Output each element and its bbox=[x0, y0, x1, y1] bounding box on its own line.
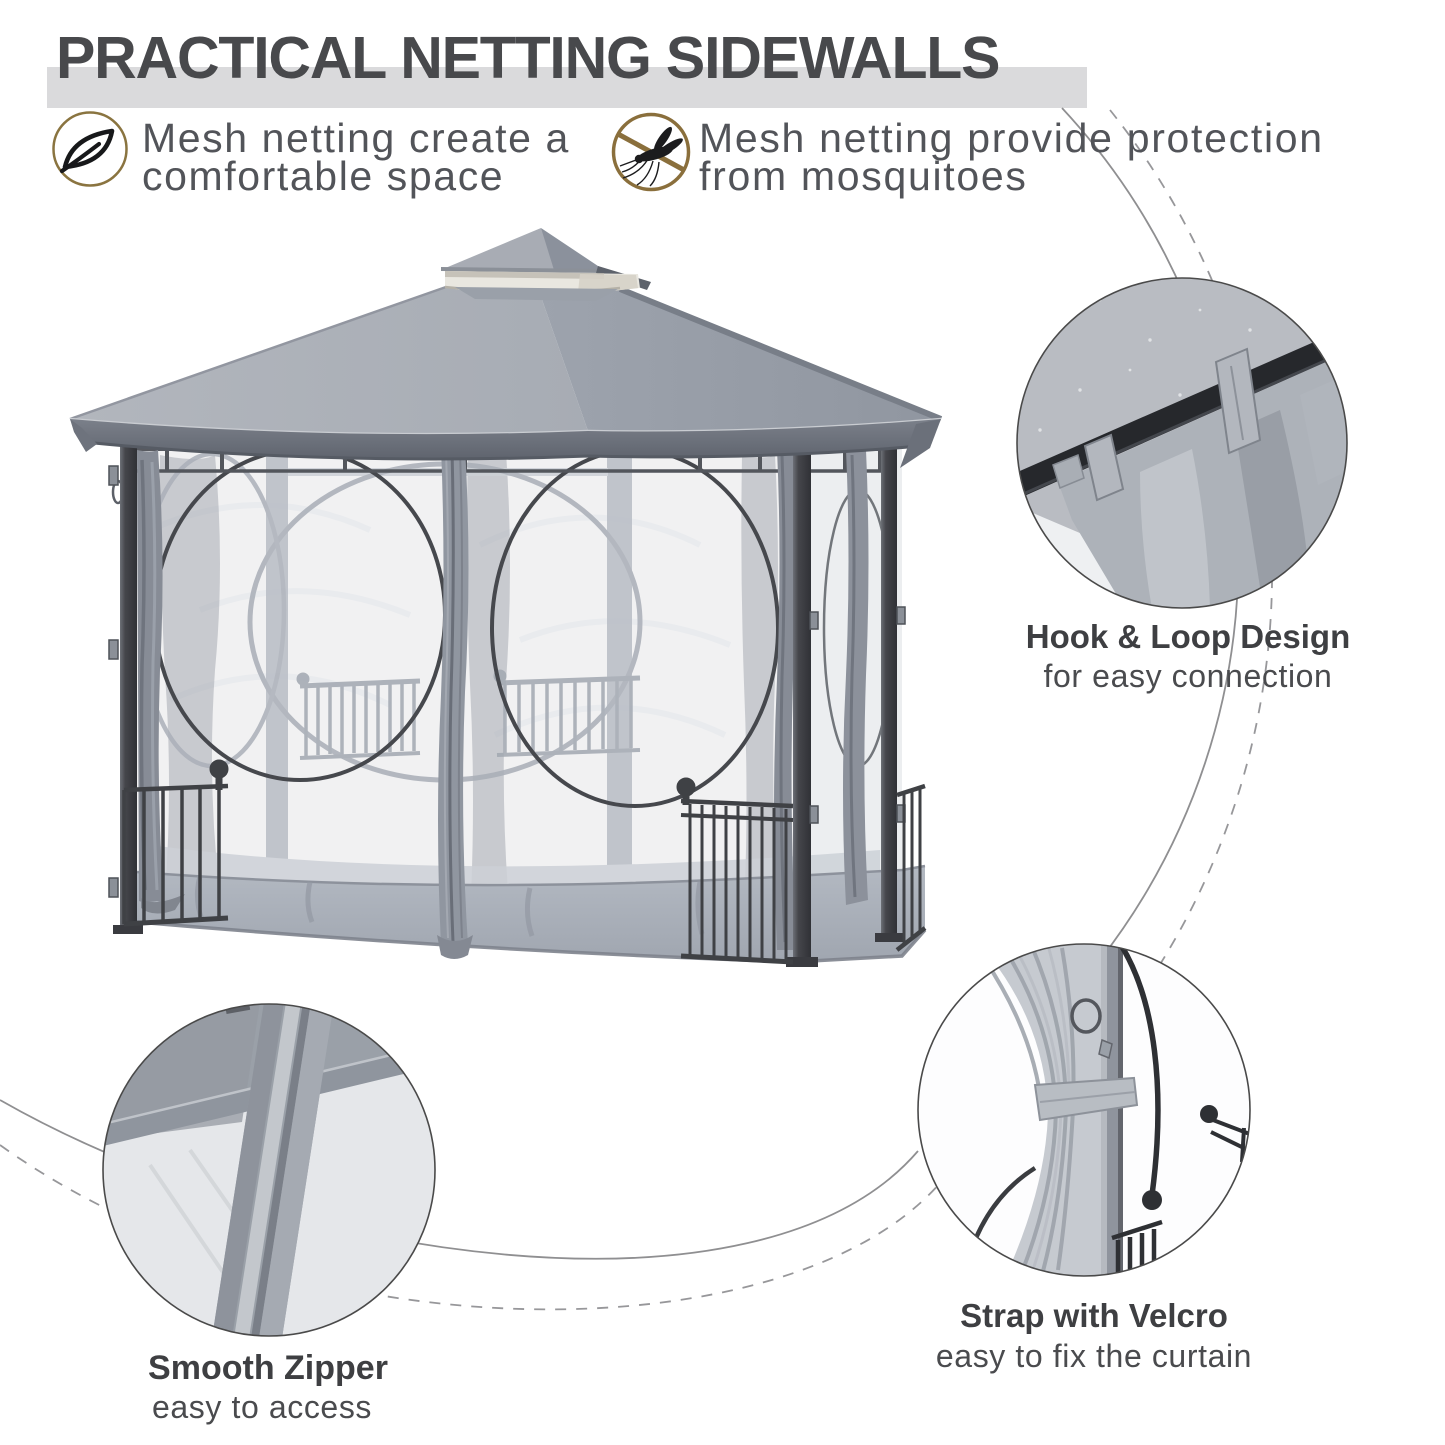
svg-text:Mesh netting provide protectio: Mesh netting provide protection bbox=[699, 115, 1324, 161]
svg-text:Strap with Velcro: Strap with Velcro bbox=[960, 1297, 1228, 1334]
svg-text:easy to access: easy to access bbox=[152, 1389, 372, 1425]
svg-text:Smooth Zipper: Smooth Zipper bbox=[148, 1349, 388, 1387]
svg-text:Hook & Loop Design: Hook & Loop Design bbox=[1026, 618, 1351, 655]
svg-text:Mesh netting create a: Mesh netting create a bbox=[142, 115, 570, 161]
svg-text:for easy connection: for easy connection bbox=[1044, 658, 1333, 694]
svg-text:easy to fix the curtain: easy to fix the curtain bbox=[936, 1338, 1252, 1374]
svg-text:comfortable space: comfortable space bbox=[142, 153, 504, 199]
svg-text:PRACTICAL NETTING SIDEWALLS: PRACTICAL NETTING SIDEWALLS bbox=[56, 25, 999, 91]
svg-text:from mosquitoes: from mosquitoes bbox=[699, 153, 1028, 199]
